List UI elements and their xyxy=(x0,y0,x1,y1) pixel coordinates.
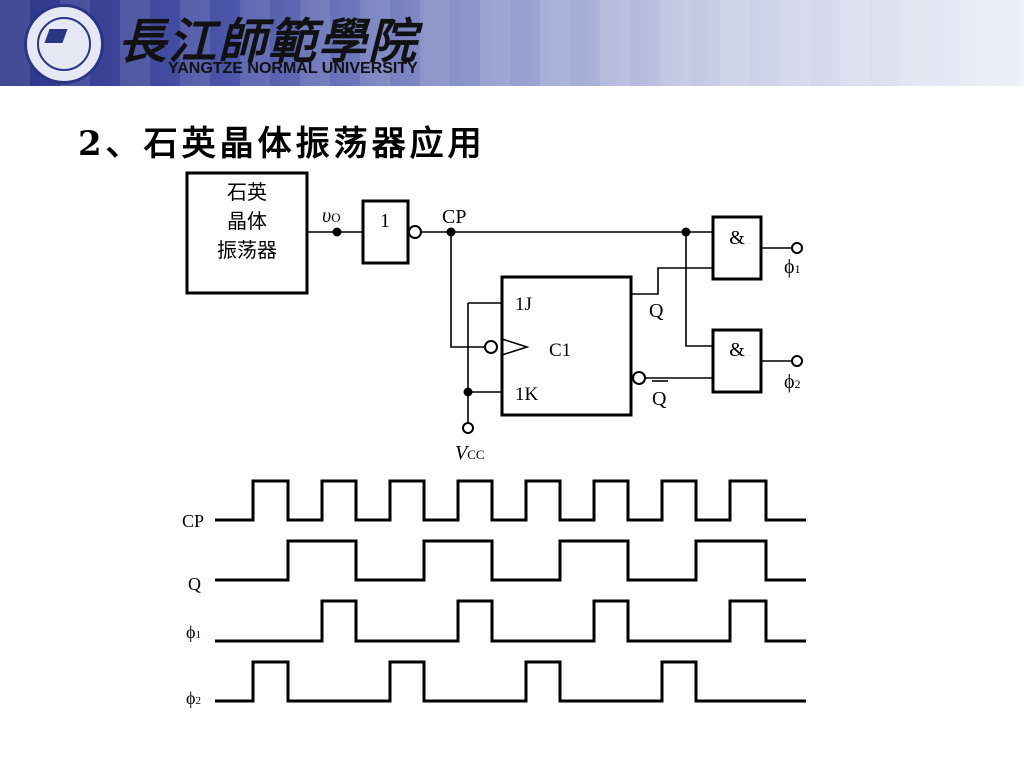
and1-symbol: & xyxy=(729,227,745,249)
phi1-output-label: ϕ1 xyxy=(784,256,801,278)
q-waveform xyxy=(215,539,806,582)
timing-label-cp: CP xyxy=(182,511,204,531)
phi2-output-label: ϕ2 xyxy=(784,371,801,393)
inverter-output-bubble xyxy=(408,225,422,239)
phi2-waveform xyxy=(215,660,806,703)
university-name-chinese: 長江師範學院 xyxy=(118,14,419,70)
clock-input-bubble xyxy=(484,340,498,354)
vo-label: υO xyxy=(322,205,341,227)
inverter-label: 1 xyxy=(380,210,390,232)
phi2-terminal xyxy=(791,355,803,367)
timing-label-q: Q xyxy=(188,574,201,594)
cp-branch-junction xyxy=(681,227,691,237)
vcc-terminal xyxy=(462,422,474,434)
crystal-oscillator-box xyxy=(185,171,309,295)
vo-junction xyxy=(332,227,342,237)
ff-j-label: 1J xyxy=(515,294,532,315)
vcc-label: VCC xyxy=(455,442,485,464)
jk-junction xyxy=(463,387,473,397)
cp-waveform xyxy=(215,479,806,522)
oscillator-label-line1: 石英 xyxy=(227,180,267,204)
university-seal-logo xyxy=(24,4,104,84)
oscillator-label-line3: 振荡器 xyxy=(217,238,277,262)
jk-flip-flop xyxy=(500,275,633,417)
qbar-output-bubble xyxy=(632,371,646,385)
header-stripes xyxy=(0,0,1024,86)
oscillator-label-line2: 晶体 xyxy=(227,209,267,233)
qbar-output-label: Q xyxy=(652,388,667,410)
slide-title: 2、石英晶体振荡器应用 xyxy=(78,124,486,164)
ff-k-label: 1K xyxy=(515,384,539,405)
q-output-label: Q xyxy=(649,300,664,322)
ff-c-label: C1 xyxy=(549,340,571,361)
header-banner xyxy=(0,0,1024,86)
university-name-english: YANGTZE NORMAL UNIVERSITY xyxy=(168,60,418,77)
cp-junction xyxy=(446,227,456,237)
timing-label-phi1: ϕ1 xyxy=(186,622,201,642)
cp-label: CP xyxy=(442,206,466,228)
timing-label-phi2: ϕ2 xyxy=(186,688,201,708)
seal-inner-ring xyxy=(37,17,91,71)
phi1-waveform xyxy=(215,599,806,643)
and2-symbol: & xyxy=(729,339,745,361)
phi1-terminal xyxy=(791,242,803,254)
